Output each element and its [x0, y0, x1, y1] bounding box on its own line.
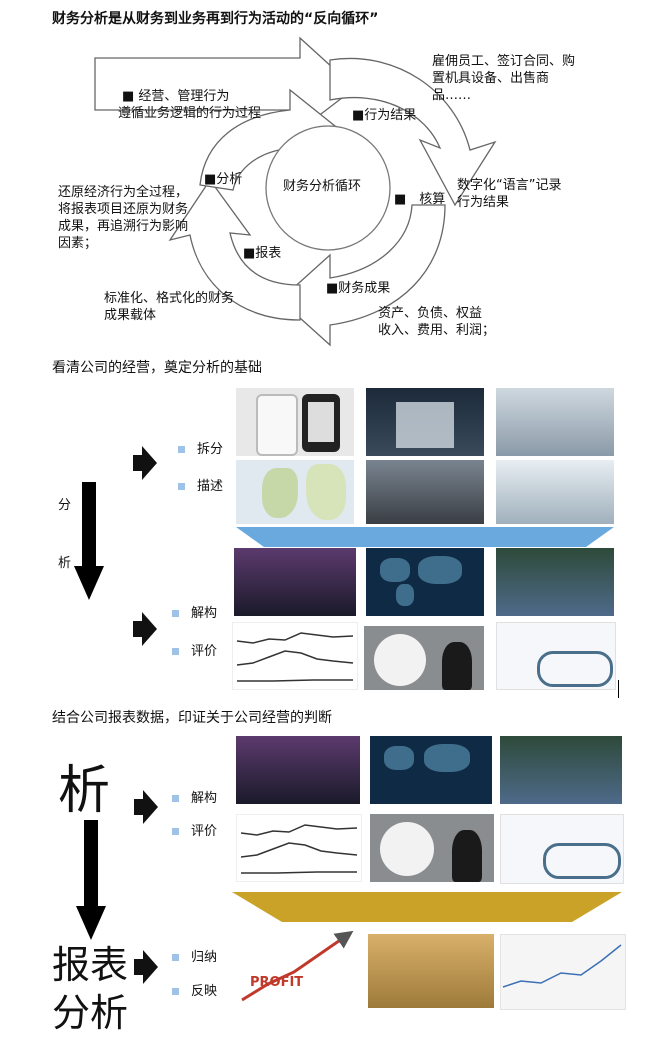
right-arrow-icon: [134, 950, 158, 984]
big-char-analyze: 分析: [52, 991, 129, 1035]
page-title: 财务分析是从财务到业务再到行为活动的“反向循环”: [52, 11, 379, 27]
cycle-arrow-bottom: [168, 178, 301, 321]
bullet-split: 拆分: [178, 438, 223, 457]
cycle-step-accounting-desc-2: 行为结果: [457, 195, 510, 210]
down-arrow-icon: [76, 820, 106, 940]
stock-chart-photo: [500, 934, 626, 1010]
right-arrow-icon: [133, 612, 157, 646]
cycle-step-financial-desc-2: 收入、费用、利润；: [378, 323, 496, 338]
cycle-step-operation-desc: 遵循业务逻辑的行为过程: [118, 106, 262, 121]
world-map-photo-2: [370, 736, 492, 804]
section2-title: 结合公司报表数据，印证关于公司经营的判断: [52, 710, 332, 726]
cycle-step-result: ■行为结果: [352, 108, 417, 123]
section1-title: 看清公司的经营，奠定分析的基础: [52, 360, 262, 376]
blue-band: [236, 527, 614, 547]
workers-photo: [496, 460, 614, 524]
gold-band: [232, 892, 622, 922]
cycle-step-analysis: ■分析: [204, 172, 243, 187]
cycle-step-result-desc-1: 雇佣员工、签订合同、购: [432, 54, 576, 69]
phones-photo: [236, 388, 354, 456]
apple-logo-photo-2: [370, 814, 494, 882]
panels-photo-2: [500, 736, 622, 804]
cycle-diagram: [94, 36, 497, 347]
cycle-step-result-desc-3: 品……: [432, 88, 472, 103]
panels-photo: [496, 548, 614, 616]
cycle-step-financial-desc-1: 资产、负债、权益: [378, 306, 483, 321]
big-char-analysis: 析: [58, 761, 111, 821]
cycle-center-label: 财务分析循环: [283, 179, 362, 194]
store-photo: [366, 388, 484, 456]
cycle-step-report-desc-2: 成果载体: [104, 308, 157, 323]
cycle-step-report-desc-1: 标准化、格式化的财务: [104, 291, 235, 306]
profit-graphic: PROFIT: [236, 928, 360, 1008]
cycle-arrow-lower-right: [279, 204, 446, 347]
section1-vertical-char-1: 分: [58, 498, 72, 513]
cycle-step-analysis-desc-2: 将报表项目还原为财务: [58, 202, 189, 217]
cycle-step-accounting-desc-1: 数字化“语言”记录: [457, 178, 562, 193]
process-diagram-photo: [496, 622, 616, 690]
text-cursor: [618, 680, 619, 698]
bullet-deconstruct-2: 解构: [172, 787, 217, 806]
crowd-photo: [234, 548, 356, 616]
cycle-step-analysis-desc-3: 成果，再追溯行为影响: [58, 219, 189, 234]
factory-photo: [496, 388, 614, 456]
money-photo: [368, 934, 494, 1008]
right-arrow-icon: [134, 790, 158, 824]
cycle-step-analysis-desc-1: 还原经济行为全过程，: [58, 185, 189, 200]
bullet-reflect: 反映: [172, 980, 217, 999]
crowd-photo-2: [236, 736, 360, 804]
bullet-evaluate: 评价: [172, 640, 217, 659]
line-chart-photo-2: [236, 814, 362, 882]
cycle-arrow-left: [199, 88, 342, 191]
profit-text: PROFIT: [250, 975, 303, 990]
section1-vertical-char-2: 析: [58, 556, 72, 571]
cycle-step-analysis-desc-4: 因素；: [58, 236, 98, 251]
cycle-step-operation: ■ 经营、管理行为: [122, 89, 230, 104]
down-arrow-icon: [74, 482, 104, 600]
bullet-deconstruct: 解构: [172, 602, 217, 621]
right-arrow-icon: [133, 446, 157, 480]
cycle-step-financial: ■财务成果: [326, 281, 391, 296]
cycle-center-circle: [265, 125, 391, 251]
process-diagram-photo-2: [500, 814, 624, 884]
cycle-arrow-right: [329, 57, 497, 207]
world-map-photo: [366, 548, 484, 616]
bullet-describe: 描述: [178, 475, 223, 494]
big-char-report: 报表: [52, 943, 129, 987]
team-photo: [366, 460, 484, 524]
bullet-summarize: 归纳: [172, 946, 217, 965]
map-photo: [236, 460, 354, 524]
bullet-evaluate-2: 评价: [172, 820, 217, 839]
cycle-step-result-desc-2: 置机具设备、出售商: [432, 71, 550, 86]
apple-logo-photo: [364, 626, 484, 690]
line-chart-photo: [232, 622, 358, 690]
cycle-step-report: ■报表: [243, 246, 282, 261]
cycle-step-accounting: ■ 核算: [394, 192, 446, 207]
